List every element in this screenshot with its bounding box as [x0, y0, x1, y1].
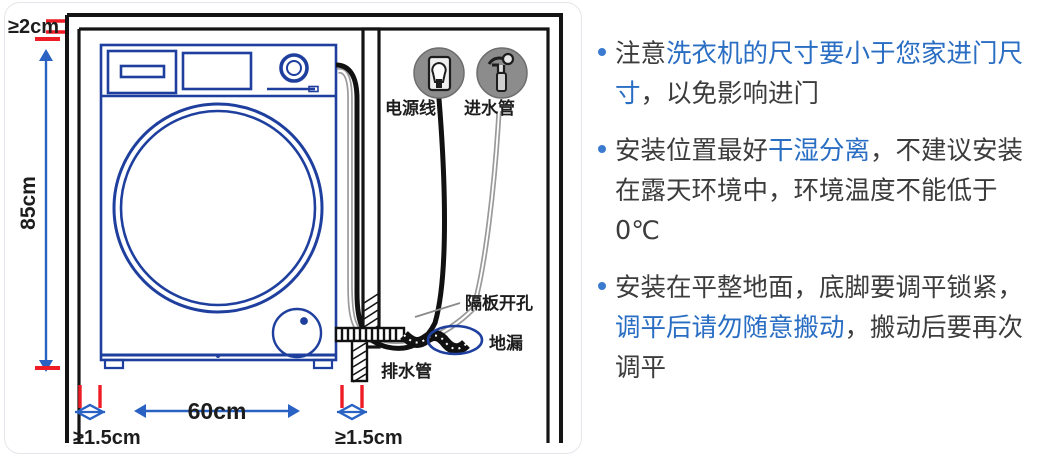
- machine-foot-left: [103, 358, 125, 370]
- floor-drain-label: 地漏: [489, 333, 523, 354]
- installation-notes-list: 注意洗衣机的尺寸要小于您家进门尺寸，以免影响进门 安装位置最好干湿分离，不建议安…: [598, 34, 1030, 434]
- partition-hole-leader: [414, 302, 461, 318]
- power-socket-icon: [413, 47, 465, 99]
- right-gap-label: ≥1.5cm: [335, 427, 403, 449]
- detergent-drawer-handle: [119, 64, 166, 79]
- drain-hose: [334, 326, 470, 383]
- width-dimension: [134, 404, 300, 418]
- bullet-icon: [598, 282, 606, 290]
- note-segment-highlight: 调平后请勿随意搬动: [615, 313, 845, 343]
- note-segment: 注意: [615, 39, 667, 69]
- display-panel: [181, 51, 253, 91]
- width-label: 60cm: [188, 398, 247, 424]
- note-item: 安装在平整地面，底脚要调平锁紧， 调平后请勿随意搬动，搬动后要再次调平: [598, 268, 1030, 388]
- cabinet-frame: [65, 13, 563, 443]
- right-gap-marker: [336, 385, 368, 421]
- filter-access-hatch: [271, 307, 323, 359]
- program-knob: [279, 53, 309, 83]
- left-gap-marker: [74, 385, 106, 421]
- note-segment: ，搬动后要再次调平: [615, 313, 1024, 383]
- partition-hole-label: 隔板开孔: [465, 293, 533, 314]
- top-gap-label: ≥2cm: [8, 16, 59, 38]
- height-label: 85cm: [17, 176, 40, 230]
- floor-drain-shape: [426, 324, 484, 356]
- left-gap-label: ≥1.5cm: [73, 427, 141, 449]
- machine-foot-right: [312, 358, 334, 370]
- installation-diagram: ≥2cm 85cm 60cm ≥1.5cm ≥1.5cm 电源线 进水管 隔板开…: [8, 13, 563, 449]
- note-item: 注意洗衣机的尺寸要小于您家进门尺寸，以免影响进门: [598, 34, 1030, 114]
- note-text: 安装在平整地面，底脚要调平锁紧， 调平后请勿随意搬动，搬动后要再次调平: [615, 268, 1030, 388]
- note-segment: 安装在平整地面，底脚要调平锁紧，: [615, 273, 1024, 303]
- note-segment: ，以免影响进门: [640, 79, 820, 109]
- washing-machine: [99, 43, 338, 370]
- height-red-ticks: [35, 37, 60, 370]
- bullet-icon: [598, 48, 606, 56]
- note-text: 注意洗衣机的尺寸要小于您家进门尺寸，以免影响进门: [615, 34, 1030, 114]
- bullet-icon: [598, 145, 606, 153]
- power-cord: [335, 62, 447, 351]
- top-gap-red-rule: [46, 19, 65, 34]
- note-segment-highlight: 干湿分离: [768, 136, 871, 166]
- drain-hose-label: 排水管: [381, 361, 432, 382]
- water-faucet-icon: [476, 47, 528, 99]
- water-inlet-hose-label: 进水管: [464, 98, 515, 119]
- note-item: 安装位置最好干湿分离，不建议安装在露天环境中，环境温度不能低于0℃: [598, 131, 1030, 251]
- partition-board: [361, 27, 381, 349]
- height-dimension: [39, 49, 53, 372]
- note-segment: 安装位置最好: [615, 136, 769, 166]
- note-segment: ，不建议安装在露天环境中，环境温度不能低于0℃: [615, 136, 1024, 246]
- installation-diagram-card: ≥2cm 85cm 60cm ≥1.5cm ≥1.5cm 电源线 进水管 隔板开…: [4, 2, 582, 454]
- note-segment-highlight: 洗衣机的尺寸要小于您家进门尺寸: [615, 39, 1024, 109]
- note-text: 安装位置最好干湿分离，不建议安装在露天环境中，环境温度不能低于0℃: [615, 131, 1030, 251]
- power-cord-label: 电源线: [385, 98, 436, 119]
